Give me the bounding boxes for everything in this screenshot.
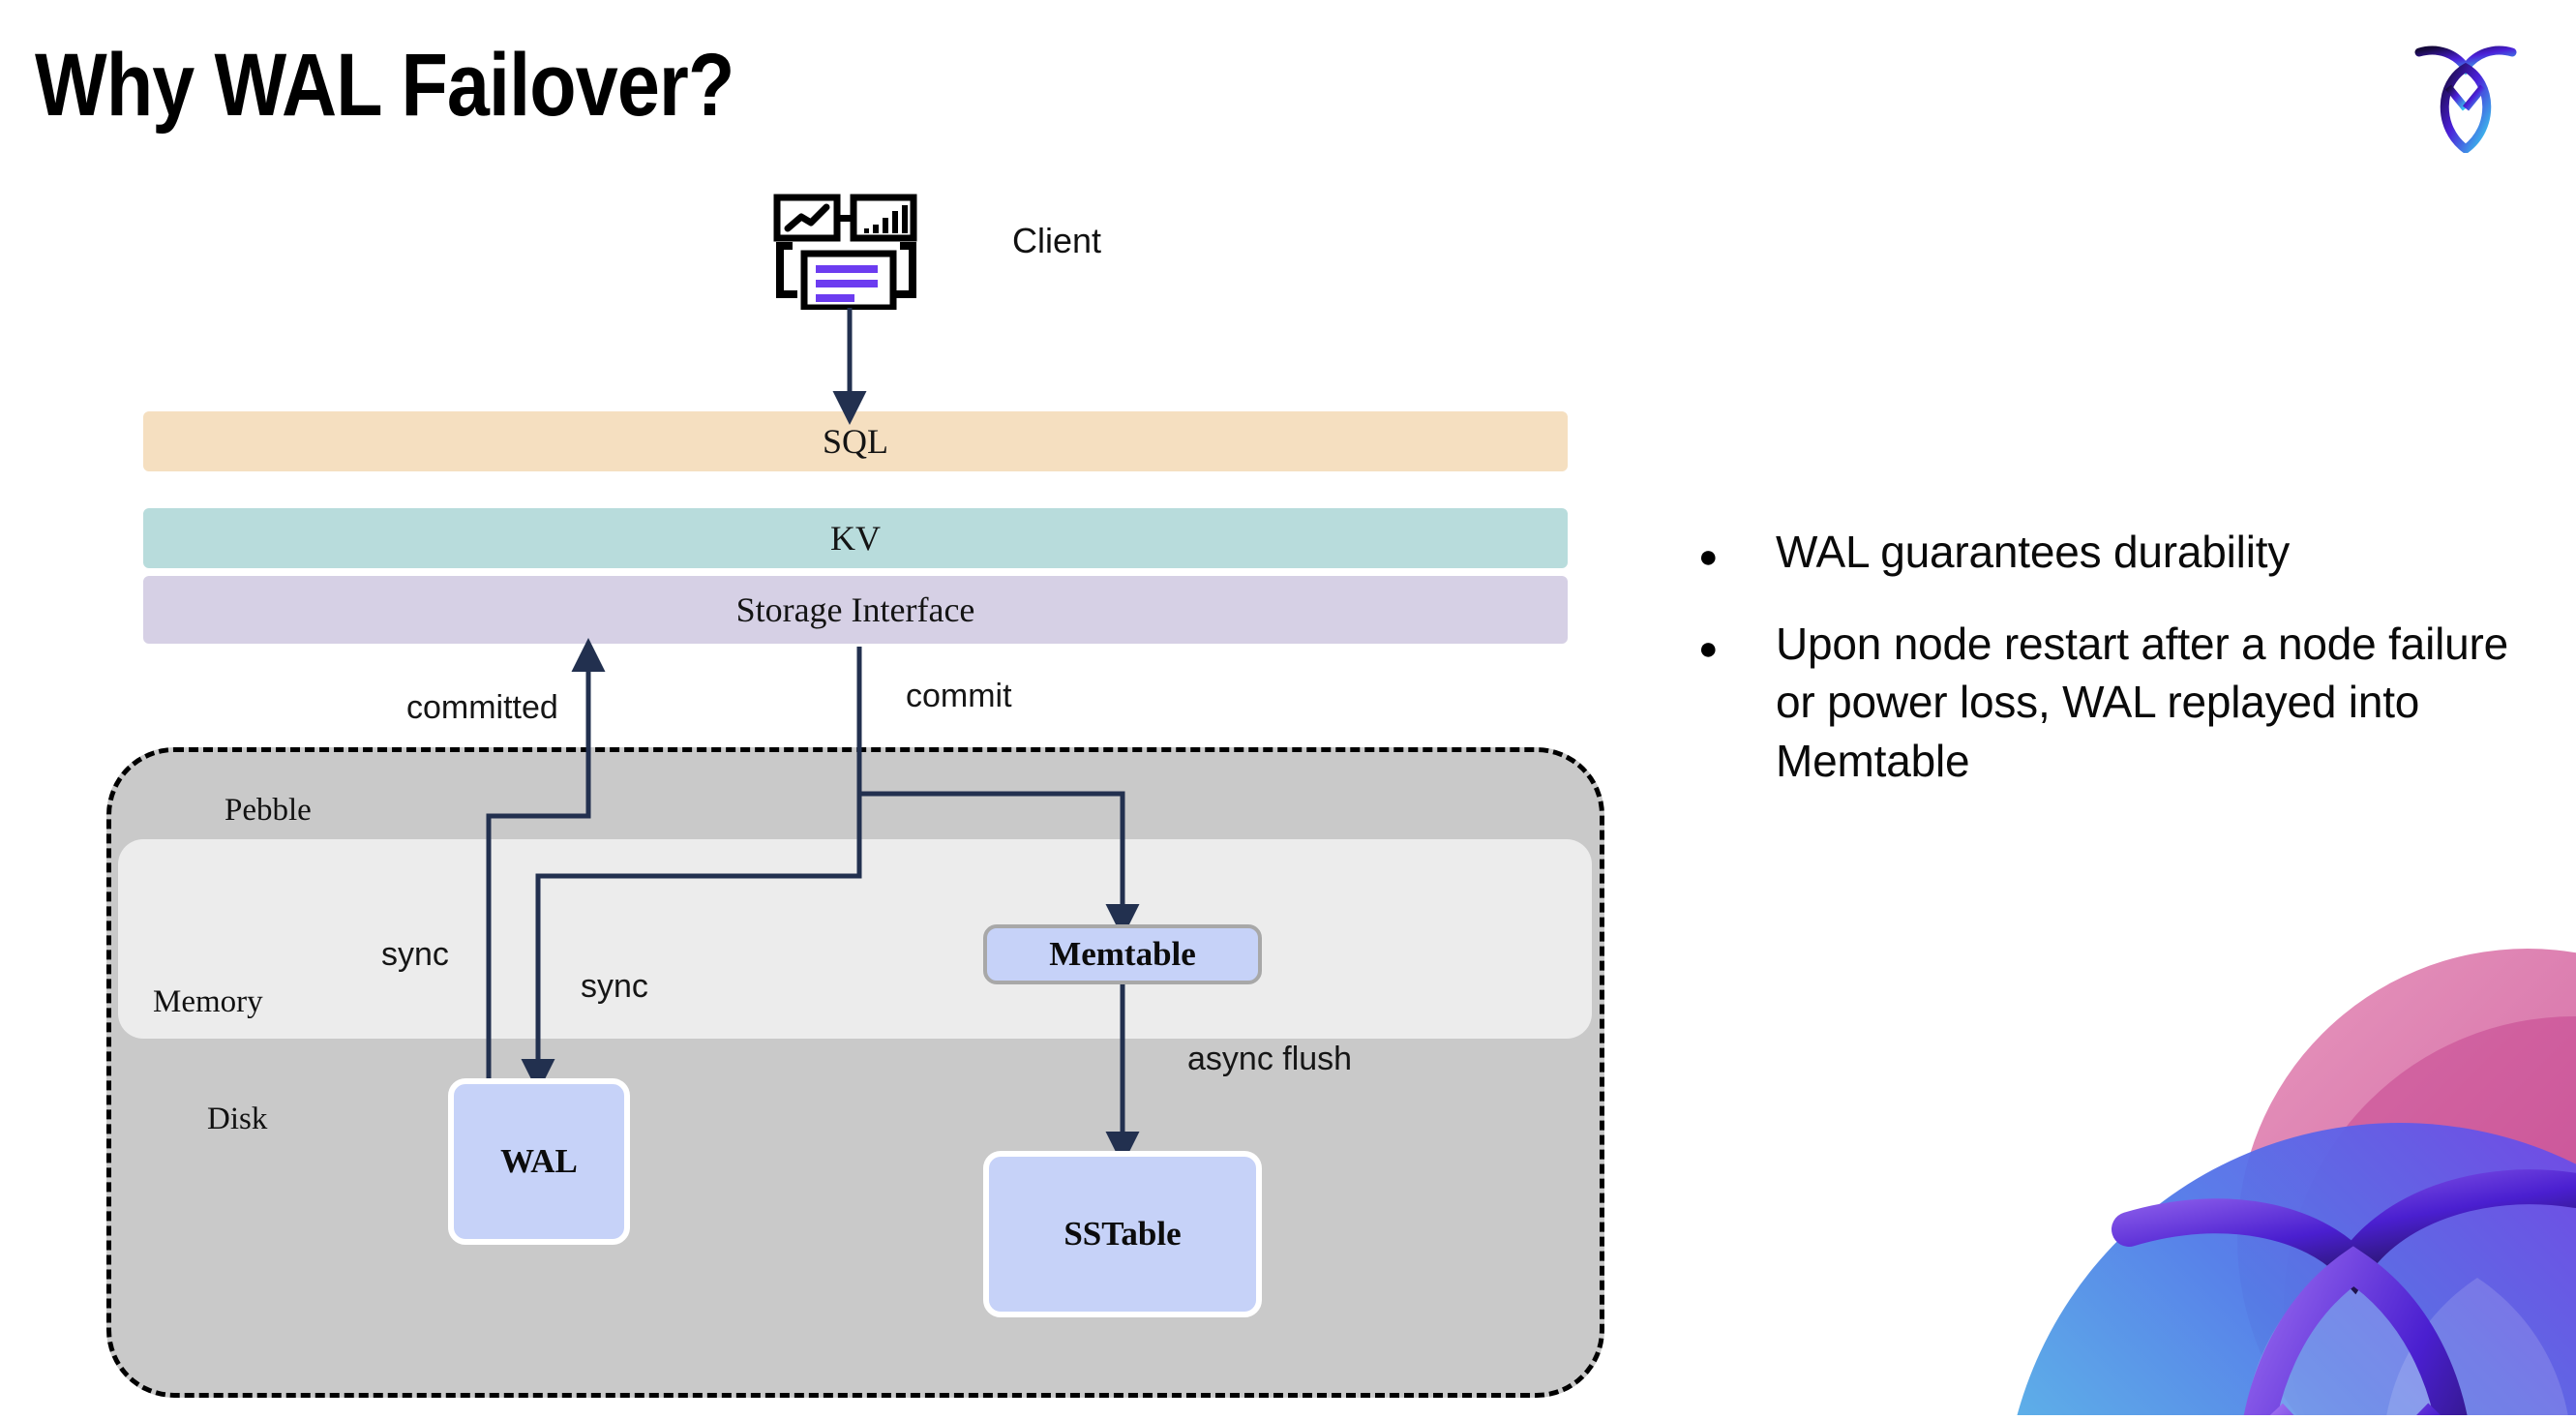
bullet-marker-icon: ● [1698,538,1719,575]
memory-label: Memory [153,984,263,1019]
node-memtable: Memtable [983,924,1262,984]
client-dashboard-icon [772,194,927,312]
layer-storage-interface: Storage Interface [143,576,1568,644]
disk-label: Disk [207,1102,268,1136]
page-title: Why WAL Failover? [35,36,734,135]
bullet-list: ● WAL guarantees durability ● Upon node … [1698,523,2550,824]
bullet-marker-icon: ● [1698,629,1719,667]
layer-kv-label: KV [830,519,881,558]
bullet-text: Upon node restart after a node failure o… [1776,618,2508,787]
node-sstable: SSTable [983,1151,1262,1317]
bullet-text: WAL guarantees durability [1776,527,2291,577]
layer-storage-label: Storage Interface [735,590,975,629]
node-sstable-label: SSTable [1063,1215,1182,1253]
node-wal-label: WAL [500,1142,578,1180]
architecture-diagram: Client SQL KV Storage Interface Pebble M… [106,194,1604,1398]
memory-region [118,839,1592,1039]
edge-label-async-flush: async flush [1187,1041,1353,1077]
list-item: ● Upon node restart after a node failure… [1698,615,2550,791]
node-wal: WAL [448,1078,630,1245]
cockroachdb-logo-icon [2398,27,2533,155]
cockroachdb-corner-artwork [1935,920,2576,1415]
edge-label-sync-right: sync [581,968,648,1005]
layer-sql: SQL [143,411,1568,471]
list-item: ● WAL guarantees durability [1698,523,2550,582]
client-label: Client [1012,221,1102,260]
layer-sql-label: SQL [822,422,888,461]
edge-label-commit: commit [906,678,1012,714]
edge-label-sync-left: sync [381,936,449,973]
layer-kv: KV [143,508,1568,568]
node-memtable-label: Memtable [1049,935,1196,973]
edge-label-committed: committed [406,689,558,726]
pebble-label: Pebble [225,793,312,828]
